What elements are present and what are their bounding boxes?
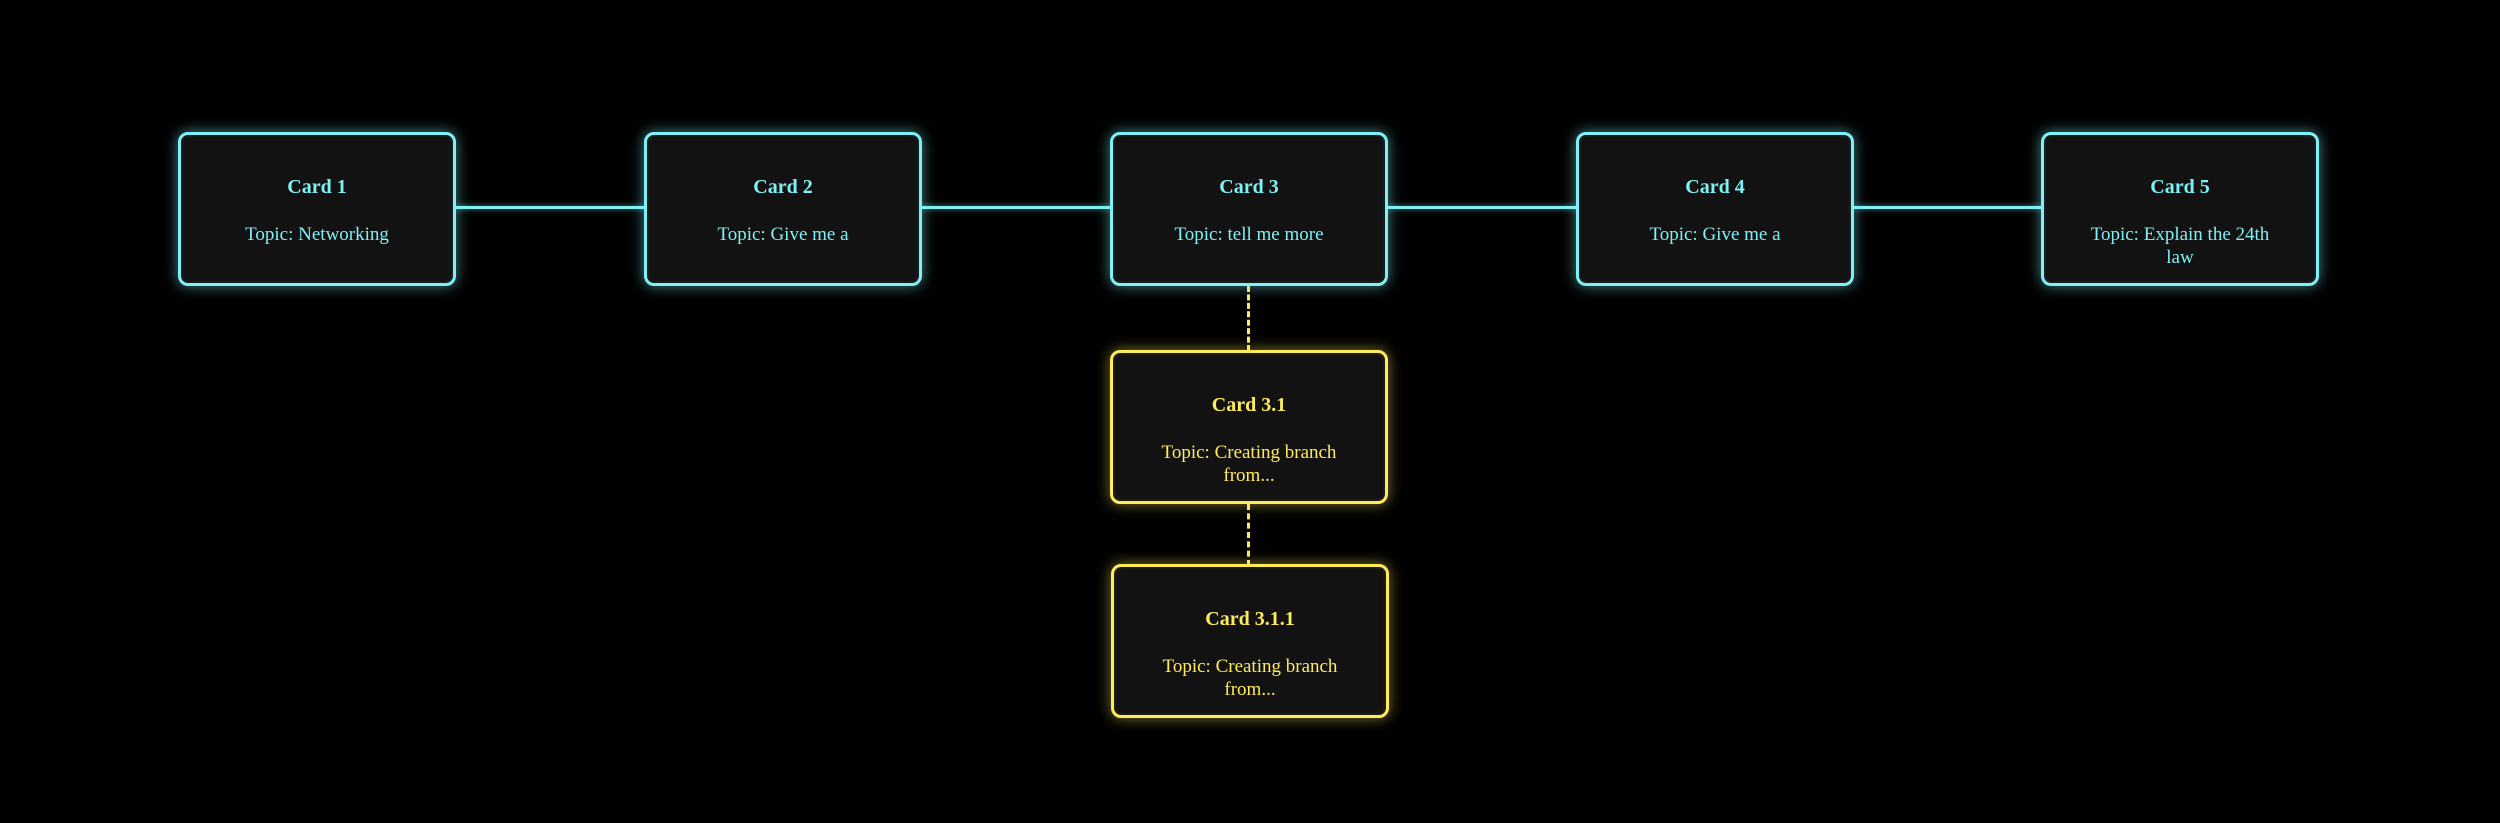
card-title: Card 3.1.1 [1205, 608, 1295, 630]
card-title: Card 3.1 [1211, 394, 1287, 416]
connector-card2-card3 [921, 206, 1112, 209]
card-3-1[interactable]: Card 3.1 Topic: Creating branch from... [1110, 350, 1388, 504]
connector-card3-card3-1 [1247, 286, 1250, 351]
card-topic: Topic: Give me a [717, 224, 849, 245]
card-topic: Topic: Give me a [1649, 224, 1781, 245]
connector-card1-card2 [455, 206, 646, 209]
connector-card3-card4 [1387, 206, 1578, 209]
connector-card3-1-card3-1-1 [1247, 504, 1250, 566]
connector-card4-card5 [1853, 206, 2044, 209]
card-1[interactable]: Card 1 Topic: Networking [178, 132, 456, 286]
card-topic: Topic: tell me more [1174, 224, 1324, 245]
card-topic: Topic: Creating branch from... [1161, 442, 1337, 486]
card-3[interactable]: Card 3 Topic: tell me more [1110, 132, 1388, 286]
card-title: Card 2 [753, 176, 813, 198]
card-title: Card 3 [1219, 176, 1279, 198]
card-topic: Topic: Explain the 24th law [2090, 224, 2270, 268]
card-5[interactable]: Card 5 Topic: Explain the 24th law [2041, 132, 2319, 286]
card-topic: Topic: Creating branch from... [1162, 656, 1338, 700]
card-title: Card 5 [2150, 176, 2210, 198]
card-2[interactable]: Card 2 Topic: Give me a [644, 132, 922, 286]
card-4[interactable]: Card 4 Topic: Give me a [1576, 132, 1854, 286]
card-topic: Topic: Networking [245, 224, 389, 245]
card-3-1-1[interactable]: Card 3.1.1 Topic: Creating branch from..… [1111, 564, 1389, 718]
card-title: Card 4 [1685, 176, 1745, 198]
card-title: Card 1 [287, 176, 347, 198]
